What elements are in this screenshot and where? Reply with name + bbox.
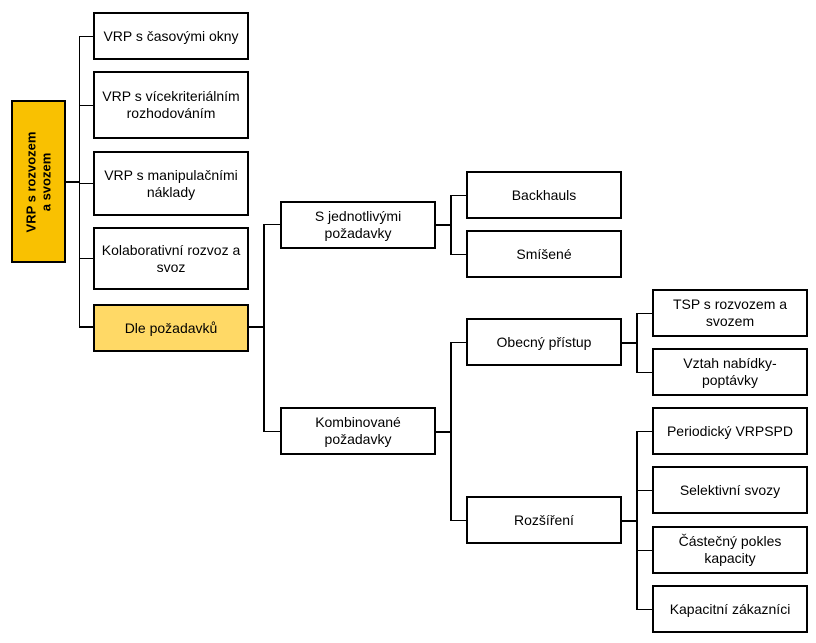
connector	[249, 326, 264, 328]
connector	[65, 181, 80, 183]
connector	[450, 520, 467, 521]
connector	[636, 431, 638, 610]
connector	[450, 195, 467, 196]
connector	[636, 313, 638, 373]
root-label: VRP s rozvozem a svozem	[24, 131, 54, 232]
node-single-requests: S jednotlivými požadavky	[280, 201, 436, 249]
node-multicriteria: VRP s vícekriteriálním rozhodováním	[93, 71, 249, 139]
root-label-line2: a svozem	[38, 152, 54, 211]
connector	[621, 342, 637, 344]
connector	[79, 36, 94, 37]
connector	[79, 258, 94, 259]
node-combined-requests: Kombinované požadavky	[280, 407, 436, 455]
connector	[79, 36, 80, 327]
connector	[79, 326, 94, 328]
connector	[636, 490, 653, 491]
connector	[621, 520, 637, 522]
connector	[263, 224, 281, 225]
node-mixed: Smíšené	[466, 230, 622, 278]
node-handling-costs: VRP s manipulačními náklady	[93, 151, 249, 216]
connector	[636, 372, 653, 373]
node-general-approach: Obecný přístup	[466, 318, 622, 366]
node-tsp-pd: TSP s rozvozem a svozem	[652, 289, 808, 337]
connector	[450, 342, 452, 521]
node-collaborative: Kolaborativní rozvoz a svoz	[93, 227, 249, 290]
connector	[79, 105, 94, 106]
connector	[636, 609, 653, 610]
node-by-requests: Dle požadavků	[93, 304, 249, 352]
node-partial-capacity: Částečný pokles kapacity	[652, 526, 808, 574]
root-label-line1: VRP s rozvozem	[23, 131, 39, 232]
node-supply-demand: Vztah nabídky-poptávky	[652, 348, 808, 396]
connector	[263, 431, 281, 432]
root-node: VRP s rozvozem a svozem	[11, 100, 66, 263]
node-selective-pickups: Selektivní svozy	[652, 466, 808, 514]
node-capacity-customers: Kapacitní zákazníci	[652, 585, 808, 633]
connector	[79, 183, 94, 184]
connector	[450, 254, 467, 255]
connector	[450, 195, 452, 255]
connector	[636, 550, 653, 551]
connector	[435, 224, 451, 226]
node-periodic-vrpspd: Periodický VRPSPD	[652, 407, 808, 455]
node-backhauls: Backhauls	[466, 171, 622, 219]
connector	[435, 431, 451, 433]
connector	[450, 342, 467, 343]
node-time-windows: VRP s časovými okny	[93, 12, 249, 60]
connector	[636, 431, 653, 432]
connector	[636, 313, 653, 314]
connector	[263, 224, 265, 432]
node-extension: Rozšíření	[466, 496, 622, 544]
